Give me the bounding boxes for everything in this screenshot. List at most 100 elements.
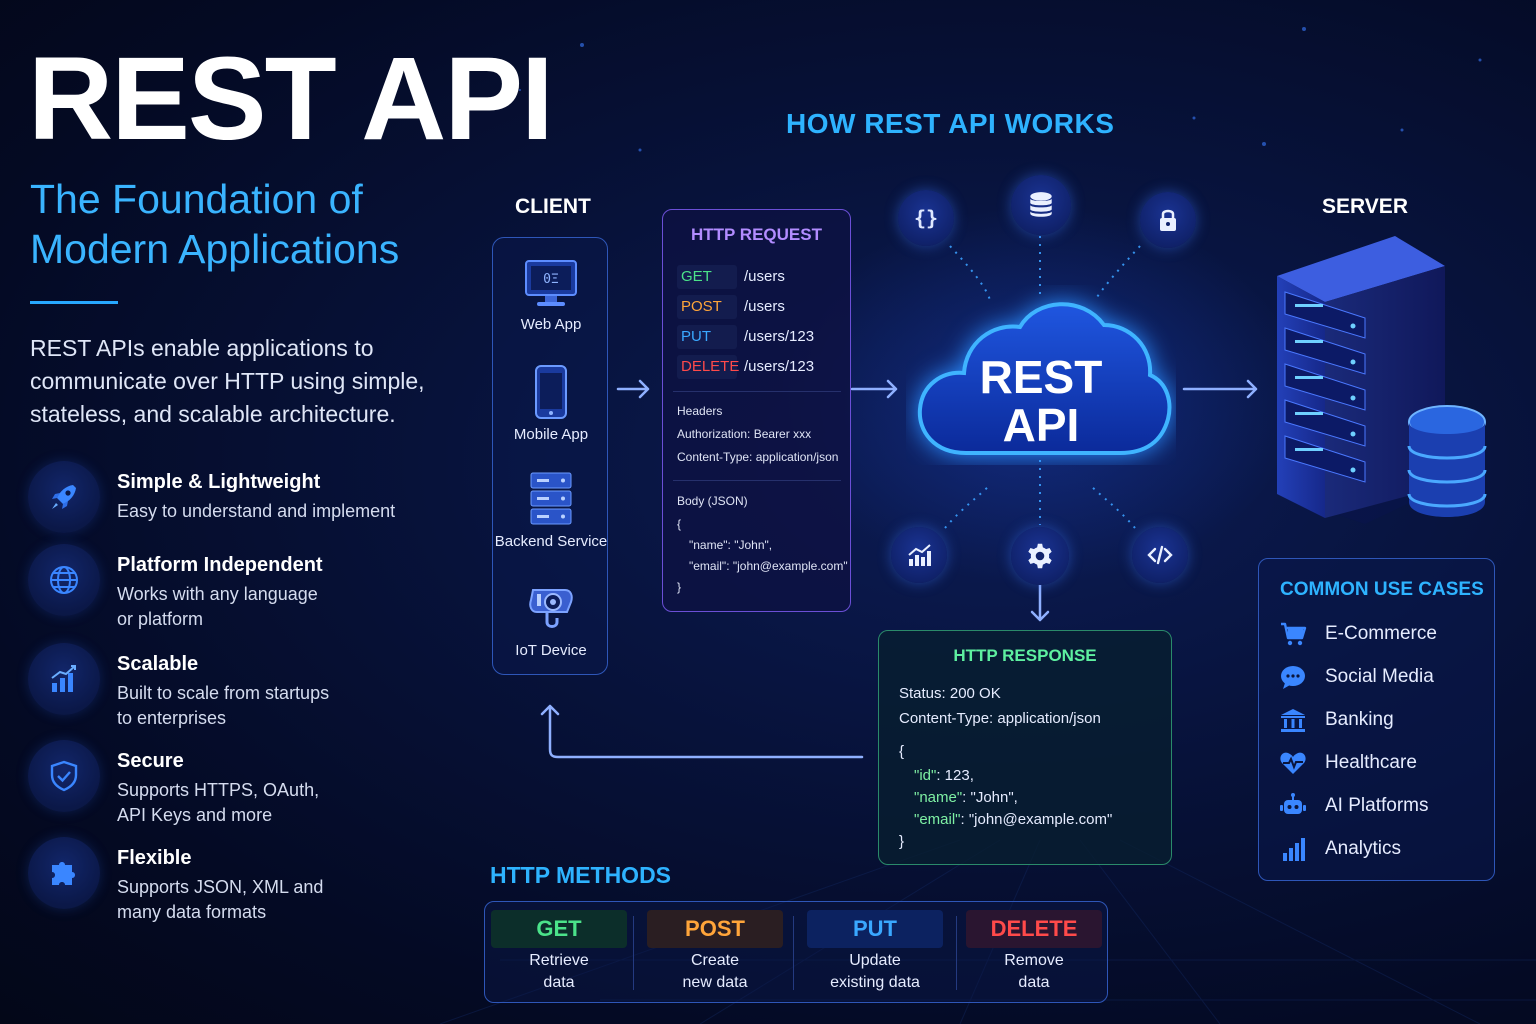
feature-platform-independent: Platform Independent Works with any lang… (28, 544, 448, 634)
page-subtitle: The Foundation of Modern Applications (30, 176, 400, 272)
feature-desc: Supports HTTPS, OAuth, API Keys and more (117, 780, 320, 825)
use-case-label: Healthcare (1325, 752, 1417, 773)
globe-icon (28, 544, 100, 616)
json-key: "email" (914, 811, 961, 828)
method-post: POST (677, 295, 737, 319)
use-case-analytics: Analytics (1279, 834, 1489, 864)
body-line-email: "email": "john@example.com" (689, 559, 848, 573)
response-open-brace: { (899, 743, 905, 760)
robot-icon (1280, 793, 1306, 814)
request-path: /users/123 (744, 328, 815, 345)
use-case-ai-platforms: AI Platforms (1279, 791, 1489, 821)
server-illustration (1265, 232, 1495, 532)
use-cases-title: COMMON USE CASES (1280, 579, 1484, 600)
content-type-header: Content-Type: application/json (677, 450, 839, 464)
use-case-label: E-Commerce (1325, 623, 1437, 644)
shield-check-icon (28, 740, 100, 812)
use-case-label: AI Platforms (1325, 795, 1429, 816)
feature-flexible: Flexible Supports JSON, XML and many dat… (28, 837, 448, 927)
server-label: SERVER (1322, 195, 1408, 218)
rest-api-cloud: REST API (906, 285, 1176, 465)
cloud-label: REST API (906, 353, 1176, 449)
http-request-panel: HTTP REQUEST GET /users POST /users PUT … (662, 209, 851, 612)
client-mobile-app: Mobile App (493, 364, 609, 443)
use-case-social-media: Social Media (1279, 662, 1489, 692)
json-value: : 123, (936, 767, 974, 784)
feature-title: Platform Independent (117, 554, 323, 576)
feature-desc: Supports JSON, XML and many data formats (117, 877, 324, 922)
request-path: /users/123 (744, 358, 815, 375)
svg-text:{}: {} (914, 206, 938, 230)
use-cases-panel: COMMON USE CASES E-Commerce Social Media… (1258, 558, 1495, 881)
cloud-label-line1: REST (979, 351, 1103, 403)
use-case-banking: Banking (1279, 705, 1489, 735)
bar-chart-icon (1283, 838, 1305, 861)
use-case-healthcare: Healthcare (1279, 748, 1489, 778)
json-value: : "john@example.com" (960, 811, 1113, 828)
method-name: POST (647, 910, 783, 948)
json-value: : "John", (962, 789, 1018, 806)
feature-desc: Works with any language or platform (117, 584, 318, 629)
client-iot-device: IoT Device (493, 580, 609, 659)
divider (673, 391, 841, 392)
method-desc-line2: data (543, 974, 575, 991)
divider (633, 916, 634, 990)
feature-title: Secure (117, 750, 184, 772)
client-label-text: Web App (520, 316, 582, 333)
use-case-ecommerce: E-Commerce (1279, 619, 1489, 649)
database-icon (1011, 175, 1071, 235)
use-case-label: Analytics (1325, 838, 1402, 859)
method-desc-line1: Update (849, 952, 901, 969)
http-response-title: HTTP RESPONSE (953, 646, 1097, 665)
http-methods-title: HTTP METHODS (490, 862, 672, 888)
server-rack-icon (530, 472, 572, 525)
body-line-name: "name": "John", (689, 538, 773, 552)
http-response-panel: HTTP RESPONSE Status: 200 OK Content-Typ… (878, 630, 1172, 865)
code-icon (1132, 527, 1188, 583)
client-backend-service: Backend Service (493, 471, 609, 550)
method-desc-line1: Remove (1004, 952, 1064, 969)
response-line-id: "id": 123, (914, 767, 974, 784)
cloud-label-line2: API (1002, 399, 1080, 451)
divider (793, 916, 794, 990)
bank-icon (1281, 709, 1305, 732)
security-camera-icon (529, 589, 573, 628)
request-path: /users (744, 298, 785, 315)
feature-title: Scalable (117, 653, 199, 675)
use-case-label: Social Media (1325, 666, 1434, 687)
title-underline (30, 301, 118, 304)
method-name: GET (491, 910, 627, 948)
body-close-brace: } (677, 580, 682, 594)
method-desc: Update existing data (797, 950, 953, 994)
feature-title: Simple & Lightweight (117, 471, 321, 493)
svg-text:0Ξ: 0Ξ (543, 272, 559, 287)
use-case-label: Banking (1325, 709, 1394, 730)
method-desc-line2: existing data (830, 974, 920, 991)
method-desc-line2: data (1018, 974, 1050, 991)
response-status: Status: 200 OK (899, 685, 1001, 702)
body-label: Body (JSON) (677, 494, 748, 508)
diagram-heading: HOW REST API WORKS (786, 108, 1115, 139)
response-content-type: Content-Type: application/json (899, 710, 1101, 727)
feature-secure: Secure Supports HTTPS, OAuth, API Keys a… (28, 740, 448, 830)
cloud-icon (917, 302, 1172, 455)
method-desc-line1: Create (690, 952, 740, 969)
puzzle-icon (28, 837, 100, 909)
smartphone-icon (535, 365, 567, 419)
lock-icon (1140, 192, 1196, 248)
method-desc: Remove data (961, 950, 1107, 994)
method-put: PUT (677, 325, 737, 349)
feature-simple: Simple & Lightweight Easy to understand … (28, 461, 448, 551)
monitor-icon: 0Ξ (525, 260, 577, 306)
response-line-name: "name": "John", (914, 789, 1018, 806)
rocket-icon (28, 461, 100, 533)
server-tower-icon (1277, 236, 1487, 524)
